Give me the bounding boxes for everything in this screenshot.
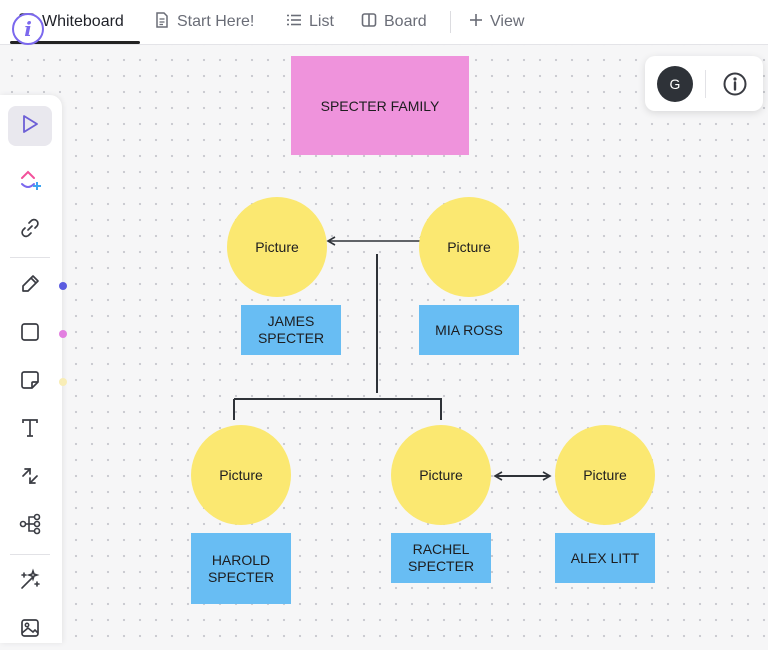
link-tool[interactable]: [8, 210, 52, 250]
sticky-note-tool[interactable]: [8, 362, 52, 402]
person-name: HAROLD SPECTER: [207, 551, 275, 585]
person-name: ALEX LITT: [570, 549, 640, 566]
link-icon: [19, 217, 41, 244]
picture-circle-james[interactable]: Picture: [227, 197, 327, 297]
board-icon: [360, 11, 378, 34]
toolbar-divider: [10, 257, 50, 258]
picture-circle-rachel[interactable]: Picture: [391, 425, 491, 525]
picture-circle-alex[interactable]: Picture: [555, 425, 655, 525]
connector-icon: [19, 465, 41, 492]
text-tool[interactable]: [8, 410, 52, 450]
ai-magic-icon: [18, 567, 42, 597]
sticky-note-icon: [19, 369, 41, 396]
person-name: MIA ROSS: [435, 321, 503, 338]
tab-label: Whiteboard: [42, 13, 124, 30]
person-name: JAMES SPECTER: [257, 313, 325, 346]
family-title: SPECTER FAMILY: [320, 97, 440, 114]
connector-tool[interactable]: [8, 458, 52, 498]
collaboration-panel: G: [645, 56, 763, 111]
tab-board[interactable]: Board: [360, 0, 427, 44]
picture-label: Picture: [583, 467, 627, 483]
picture-label: Picture: [255, 239, 299, 255]
tab-label: View: [490, 13, 525, 30]
sticky-color-dot[interactable]: [59, 378, 67, 386]
mindmap-icon: [18, 513, 42, 540]
toolbar-divider: [10, 554, 50, 555]
tab-start-here[interactable]: Start Here!: [153, 0, 254, 44]
picture-label: Picture: [447, 239, 491, 255]
pen-icon: [19, 273, 41, 300]
mindmap-tool[interactable]: [8, 506, 52, 546]
image-icon: [19, 617, 41, 644]
active-tab-indicator: [10, 41, 140, 44]
clickup-create-icon: [18, 168, 42, 197]
document-icon: [153, 11, 171, 34]
select-icon: [19, 113, 41, 140]
plus-icon: [468, 12, 484, 33]
add-view-button[interactable]: View: [468, 0, 524, 44]
name-card-rachel[interactable]: RACHEL SPECTER: [391, 533, 491, 583]
picture-label: Picture: [419, 467, 463, 483]
list-icon: [285, 11, 303, 34]
shape-color-dot[interactable]: [59, 330, 67, 338]
select-tool[interactable]: [8, 106, 52, 146]
name-card-mia[interactable]: MIA ROSS: [419, 305, 519, 355]
clickup-create-tool[interactable]: [8, 162, 52, 202]
info-badge-icon[interactable]: i: [12, 13, 44, 45]
text-icon: [19, 417, 41, 444]
name-card-james[interactable]: JAMES SPECTER: [241, 305, 341, 355]
tab-divider: [450, 11, 451, 33]
panel-divider: [705, 70, 706, 98]
pen-tool[interactable]: [8, 266, 52, 306]
person-name: RACHEL SPECTER: [407, 541, 475, 574]
ai-magic-tool[interactable]: [8, 562, 52, 602]
avatar-initial: G: [669, 76, 681, 92]
name-card-alex[interactable]: ALEX LITT: [555, 533, 655, 583]
tab-label: List: [309, 13, 334, 30]
view-tabs-bar: Whiteboard Start Here! List Board View: [0, 0, 768, 45]
pen-color-dot[interactable]: [59, 282, 67, 290]
family-title-box[interactable]: SPECTER FAMILY: [291, 56, 469, 155]
avatar[interactable]: G: [657, 66, 693, 102]
image-tool[interactable]: [8, 610, 52, 650]
picture-circle-harold[interactable]: Picture: [191, 425, 291, 525]
picture-circle-mia[interactable]: Picture: [419, 197, 519, 297]
whiteboard-toolbar: [0, 95, 62, 643]
rectangle-tool[interactable]: [8, 314, 52, 354]
info-icon[interactable]: [721, 70, 749, 98]
tab-list[interactable]: List: [285, 0, 334, 44]
info-glyph: i: [24, 17, 32, 41]
rectangle-icon: [19, 321, 41, 348]
name-card-harold[interactable]: HAROLD SPECTER: [191, 533, 291, 604]
tab-label: Start Here!: [177, 13, 255, 30]
tab-label: Board: [384, 13, 427, 30]
picture-label: Picture: [219, 467, 263, 483]
